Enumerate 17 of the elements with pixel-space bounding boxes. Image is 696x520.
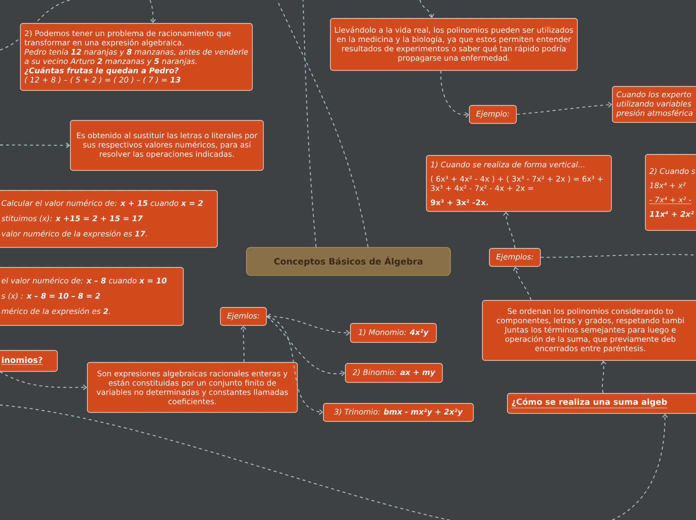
arrow: [266, 313, 350, 336]
arrow: [0, 142, 70, 148]
arrow: [240, 326, 246, 362]
question-box: inomios?: [0, 350, 58, 372]
arrow: [150, 0, 156, 23]
arrow: [503, 212, 516, 248]
arrow: [0, 404, 668, 520]
arrow: [513, 266, 532, 300]
question-box: ¿Cómo se realiza una suma algeb: [507, 393, 696, 414]
arrow: [420, 0, 434, 18]
arrow: [266, 316, 323, 415]
arrow: [600, 360, 607, 394]
central-topic-box: Conceptos Básicos de Álgebra: [246, 247, 451, 276]
arrow: [266, 316, 345, 376]
arrow: [440, 70, 469, 118]
arrow: [0, 371, 87, 390]
arrow: [516, 102, 612, 115]
